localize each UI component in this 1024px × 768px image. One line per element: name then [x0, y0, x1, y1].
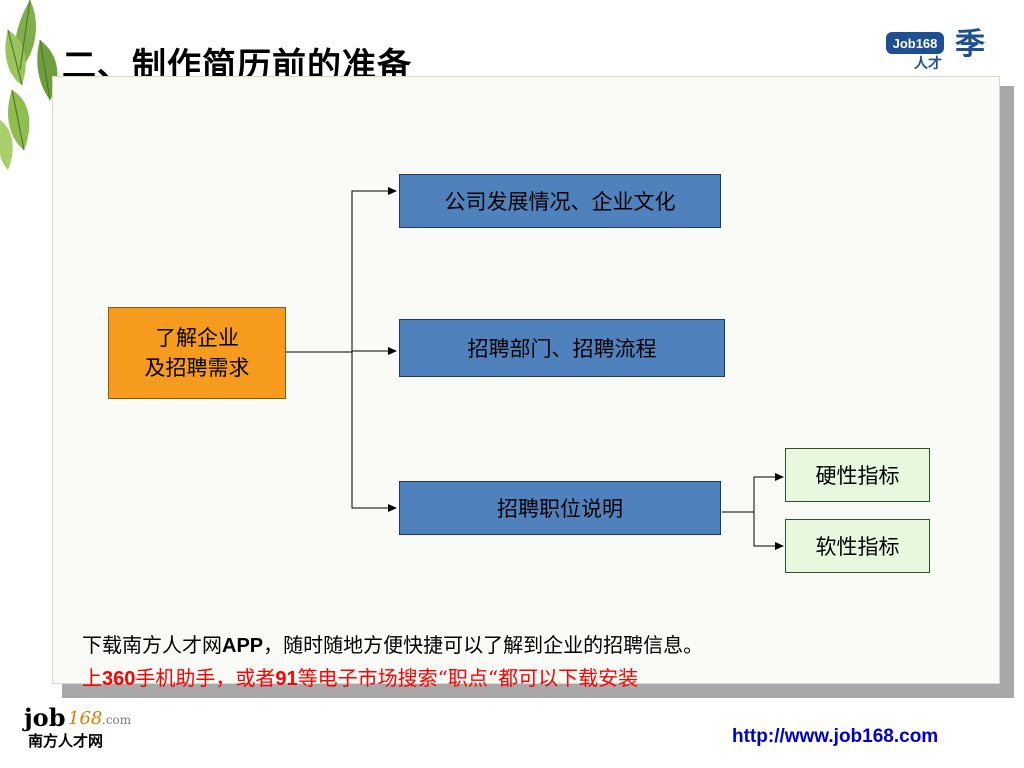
svg-text:南方人才网: 南方人才网	[28, 732, 103, 750]
note-number: 360	[102, 668, 136, 690]
branch-job-description: 招聘职位说明	[399, 481, 721, 535]
sub-branch-soft-metrics: 软性指标	[785, 519, 930, 573]
svg-text:.com: .com	[102, 713, 132, 727]
note-text: 等电子市场搜索“职点“都可以下载安装	[297, 666, 639, 690]
sub-branch-label: 硬性指标	[815, 464, 900, 488]
job168-season-logo: Job168 季 人才	[886, 27, 985, 72]
branch-recruit-dept: 招聘部门、招聘流程	[399, 319, 725, 377]
sub-branch-hard-metrics: 硬性指标	[785, 448, 930, 502]
note-text: 上	[82, 666, 102, 690]
note-text: 下载南方人才网	[82, 633, 222, 657]
note-text: 手机助手，或者	[135, 666, 276, 690]
install-note: 上360手机助手，或者91等电子市场搜索“职点“都可以下载安装	[82, 662, 638, 691]
root-node: 了解企业 及招聘需求	[108, 307, 286, 399]
svg-text:job: job	[22, 703, 65, 732]
sub-branch-label: 软性指标	[815, 535, 900, 559]
branch-label: 公司发展情况、企业文化	[444, 190, 676, 214]
svg-text:168: 168	[68, 708, 102, 729]
branch-label: 招聘部门、招聘流程	[467, 337, 657, 361]
note-number: 91	[275, 668, 298, 690]
download-note: 下载南方人才网APP，随时随地方便快捷可以了解到企业的招聘信息。	[82, 629, 703, 658]
branch-label: 招聘职位说明	[497, 497, 623, 521]
branch-company-culture: 公司发展情况、企业文化	[399, 174, 721, 228]
svg-text:季: 季	[955, 27, 985, 62]
root-node-line2: 及招聘需求	[144, 356, 250, 380]
svg-text:人才: 人才	[914, 55, 942, 72]
svg-text:Job168: Job168	[893, 36, 938, 51]
note-app: APP	[222, 635, 264, 657]
website-link[interactable]: http://www.job168.com	[732, 726, 939, 747]
note-text: ，随时随地方便快捷可以了解到企业的招聘信息。	[263, 633, 704, 657]
job168-footer-logo: job 168 .com 南方人才网	[22, 703, 132, 750]
root-node-line1: 了解企业	[155, 326, 239, 350]
